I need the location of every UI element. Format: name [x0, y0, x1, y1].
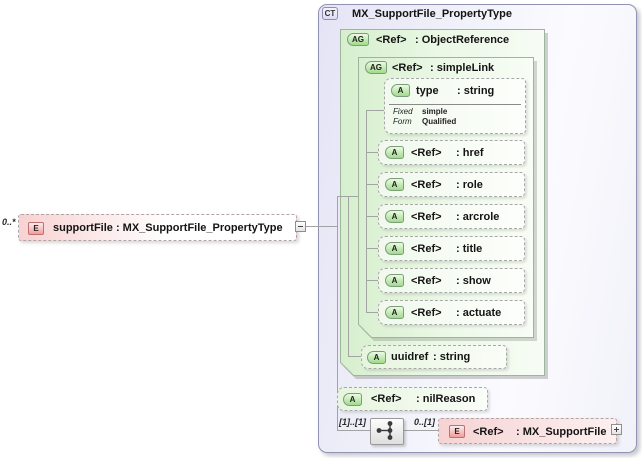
- attribute-type-label: : string: [433, 351, 471, 363]
- connector-title: [366, 248, 378, 249]
- simplelink-name: <Ref>: [392, 62, 423, 74]
- attribute-name: <Ref>: [411, 243, 442, 255]
- property-label: Fixed: [393, 107, 413, 116]
- property-value: Qualified: [422, 117, 457, 126]
- element-supportfile[interactable]: E supportFile : MX_SupportFile_PropertyT…: [18, 214, 297, 241]
- objectreference-name: <Ref>: [376, 34, 407, 46]
- attribute-name: <Ref>: [371, 393, 402, 405]
- attribute-icon: A: [385, 178, 404, 191]
- complex-type-icon: CT: [322, 7, 338, 20]
- property-value: simple: [422, 107, 448, 116]
- child-multiplicity: 0..[1]: [414, 417, 436, 427]
- attribute-actuate[interactable]: A <Ref> : actuate: [378, 300, 525, 325]
- attribute-icon: A: [385, 274, 404, 287]
- attribute-name: uuidref: [391, 351, 429, 363]
- connector-uuidref: [348, 356, 361, 357]
- connector-arcrole: [366, 216, 378, 217]
- attribute-name: <Ref>: [411, 275, 442, 287]
- attribute-nilreason[interactable]: A <Ref> : nilReason: [337, 387, 488, 411]
- attribute-group-icon: AG: [365, 61, 387, 74]
- sequence-icon[interactable]: [370, 418, 404, 445]
- attribute-name: <Ref>: [411, 179, 442, 191]
- sequence-glyph: [376, 421, 393, 440]
- attribute-type-label: : string: [457, 85, 495, 97]
- attribute-type-label: : href: [456, 147, 484, 159]
- connector-type: [366, 110, 384, 111]
- element-mx-supportfile[interactable]: E <Ref> : MX_SupportFile: [438, 418, 617, 444]
- attribute-icon: A: [385, 306, 404, 319]
- connector-ref-element: [402, 430, 438, 431]
- attribute-arcrole[interactable]: A <Ref> : arcrole: [378, 204, 525, 229]
- attribute-href[interactable]: A <Ref> : href: [378, 140, 525, 165]
- attribute-type-label: : actuate: [456, 307, 502, 319]
- connector-sequence: [337, 430, 370, 431]
- attribute-name: <Ref>: [411, 307, 442, 319]
- sequence-multiplicity: [1]..[1]: [339, 417, 366, 427]
- connector-simplelink-trunk: [366, 110, 367, 313]
- attribute-type-label: : show: [456, 275, 491, 287]
- attribute-icon: A: [343, 393, 362, 406]
- element-icon: E: [449, 425, 465, 438]
- attribute-type-label: : title: [456, 243, 483, 255]
- connector-objectreference: [337, 196, 358, 197]
- attribute-type-label: : nilReason: [416, 393, 476, 405]
- connector-role: [366, 184, 378, 185]
- connector-show: [366, 280, 378, 281]
- connector-group-trunk: [348, 196, 349, 357]
- attribute-name: type: [416, 85, 439, 97]
- attribute-type-label: : arcrole: [456, 211, 500, 223]
- properties-divider: [389, 104, 521, 105]
- attribute-show[interactable]: A <Ref> : show: [378, 268, 525, 293]
- attribute-type[interactable]: A type : string Fixed simple Form Qualif…: [384, 78, 526, 134]
- attribute-title[interactable]: A <Ref> : title: [378, 236, 525, 261]
- minus-icon[interactable]: [295, 221, 306, 232]
- element-name: <Ref>: [473, 426, 504, 438]
- connector-root: [306, 226, 337, 227]
- attribute-icon: A: [385, 242, 404, 255]
- connector-href: [366, 152, 378, 153]
- connector-actuate: [366, 312, 378, 313]
- attribute-icon: A: [385, 146, 404, 159]
- objectreference-type: : ObjectReference: [415, 34, 510, 46]
- attribute-group-icon: AG: [347, 33, 369, 46]
- attribute-name: <Ref>: [411, 211, 442, 223]
- attribute-name: <Ref>: [411, 147, 442, 159]
- connector-trunk: [337, 196, 338, 431]
- attribute-type-label: : role: [456, 179, 483, 191]
- element-label: supportFile : MX_SupportFile_PropertyTyp…: [53, 222, 283, 234]
- property-label: Form: [393, 117, 412, 126]
- element-icon: E: [28, 222, 44, 235]
- attribute-icon: A: [391, 84, 410, 97]
- element-multiplicity: 0..*: [2, 217, 16, 227]
- simplelink-type: : simpleLink: [430, 62, 495, 74]
- attribute-icon: A: [385, 210, 404, 223]
- attribute-icon: A: [367, 351, 386, 364]
- plus-icon[interactable]: [611, 424, 622, 435]
- attribute-role[interactable]: A <Ref> : role: [378, 172, 525, 197]
- attribute-uuidref[interactable]: A uuidref : string: [361, 345, 507, 369]
- element-type-label: : MX_SupportFile: [516, 426, 607, 438]
- complex-type-title: MX_SupportFile_PropertyType: [352, 8, 512, 20]
